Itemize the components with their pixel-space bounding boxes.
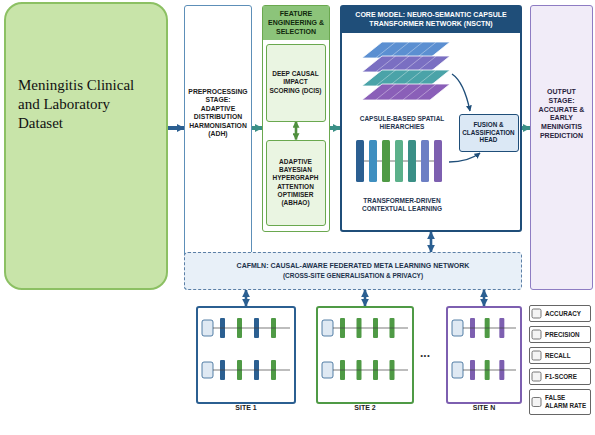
data-icon [322,320,333,336]
transformer-block [369,140,377,182]
metric-icon [532,309,541,318]
node-text: DEEP CAUSAL IMPACT SCORING (DCIS) [269,70,323,94]
diagram-box: FEATURE ENGINEERING & SELECTION DEEP CAUS… [262,5,330,232]
site-link [333,370,408,371]
diagram-box: SITE 1 [196,306,296,404]
flow-arrow [452,74,470,111]
flow-connector [330,126,340,130]
block-link [403,161,408,162]
metric-icon [532,398,541,407]
data-icon [202,362,213,378]
diagram-box: RECALL [529,347,591,364]
transformer-block [356,140,364,182]
metric-icon [532,330,541,339]
flow-connector [295,122,298,140]
diagram-box: CORE MODEL: NEURO-SEMANTIC CAPSULE TRANS… [340,5,522,232]
metric-icon [532,351,541,360]
node-text: ADAPTIVE BAYESIAN HYPERGRAPH ATTENTION O… [269,158,323,207]
flow-connector [430,232,433,252]
transformer-block [434,140,442,182]
flow-connector [252,126,262,130]
node-text: FEATURE ENGINEERING & SELECTION [263,6,329,40]
node-text: SITE N [448,404,520,413]
block-link [390,161,395,162]
grid-line [416,84,436,100]
diagram-box: FUSION & CLASSIFICATION HEAD [459,114,519,152]
node-text: ACCURACY [545,310,588,318]
node-text: SITE 1 [198,404,294,413]
node-text: F1-SCORE [545,373,588,381]
diagram-box: SITE 2 [316,306,414,404]
site-network [452,318,516,380]
ellipsis-label: ... [420,346,430,360]
site-link [213,328,290,329]
diagram-box: CAFMLN: CAUSAL-AWARE FEDERATED META LEAR… [184,252,522,290]
capsule-layers [362,42,450,100]
data-icon [202,320,213,336]
diagram-box: SITE N [446,306,522,404]
node-text: CAPSULE-BASED SPATIAL HIERARCHIES [348,115,456,131]
flow-arrow [449,153,480,162]
node-text: PRECISION [545,331,588,339]
data-icon [452,320,463,336]
diagram-box: OUTPUT STAGE: ACCURATE & EARLY MENINGITI… [530,5,593,290]
flow-connector [522,126,530,130]
block-link [416,161,421,162]
node-text: Meningitis Clinical and Laboratory Datas… [18,76,156,132]
diagram-box: F1-SCORE [529,368,591,385]
diagram-box: FALSE ALARM RATE [529,389,591,415]
flow-connector [364,290,367,306]
site-network [322,318,408,380]
site-link [463,328,516,329]
flow-connector [168,126,184,130]
site-network [202,318,290,380]
diagram-box: Meningitis Clinical and Laboratory Datas… [4,2,168,290]
flow-connector [483,290,486,306]
transformer-block [395,140,403,182]
metric-icon [532,372,541,381]
node-text: SITE 2 [318,404,412,413]
transformer-block [382,140,390,182]
site-link [463,370,516,371]
block-link [364,161,369,162]
flow-connector [245,290,248,306]
node-text: OUTPUT STAGE: ACCURATE & EARLY MENINGITI… [534,88,589,141]
site-link [333,328,408,329]
node-text: (CROSS-SITE GENERALISATION & PRIVACY) [189,272,517,280]
block-link [377,161,382,162]
transformer-block [421,140,429,182]
block-link [429,161,434,162]
capsule-layer [362,84,450,100]
diagram-box: ACCURACY [529,305,591,322]
diagram-box: PREPROCESSING STAGE: ADAPTIVE DISTRIBUTI… [184,5,252,290]
node-text: PREPROCESSING STAGE: ADAPTIVE DISTRIBUTI… [188,88,248,139]
diagram-box: ADAPTIVE BAYESIAN HYPERGRAPH ATTENTION O… [266,140,326,226]
node-text: CORE MODEL: NEURO-SEMANTIC CAPSULE TRANS… [342,7,520,33]
data-icon [452,362,463,378]
diagram-box: PRECISION [529,326,591,343]
data-icon [322,362,333,378]
node-text: TRANSFORMER-DRIVEN CONTEXTUAL LEARNING [348,197,456,213]
diagram-box: DEEP CAUSAL IMPACT SCORING (DCIS) [266,44,326,122]
node-text: CAFMLN: CAUSAL-AWARE FEDERATED META LEAR… [189,262,517,271]
site-link [213,370,290,371]
node-text: RECALL [545,352,588,360]
node-text: FALSE ALARM RATE [545,394,588,410]
transformer-block [408,140,416,182]
transformer-blocks [356,140,442,182]
node-text: FUSION & CLASSIFICATION HEAD [462,121,516,145]
